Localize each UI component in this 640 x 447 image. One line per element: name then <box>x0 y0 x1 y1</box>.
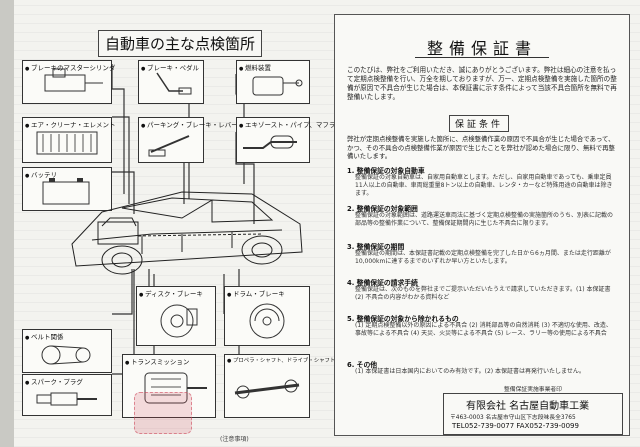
section-body: (1) 定期点検整備以外の原因による不具合 (2) 消耗部品等の自然消耗 (3)… <box>355 322 612 337</box>
part-box-belt: ベルト関係 <box>22 329 112 373</box>
section-heading: 3. 整備保証の期間 <box>347 243 405 251</box>
battery-icon <box>42 178 90 205</box>
part-label: ディスク・ブレーキ <box>139 288 203 298</box>
transmission-icon <box>144 372 207 404</box>
part-box-exhaust: エキゾースト・パイプ、マフラ <box>236 117 335 163</box>
belt-icon <box>41 345 91 365</box>
certificate-title: 整備保証書 <box>426 39 537 58</box>
section-body: 整備保証の対象自動車は、自家用自動車とします。ただし、自家用自動車であっても、乗… <box>355 174 613 197</box>
drum-brake-icon <box>249 303 285 339</box>
section-heading: 4. 整備保証の請求手続 <box>347 279 418 287</box>
brake-pedal-icon <box>156 72 192 95</box>
exhaust-icon <box>243 135 297 149</box>
spark-plug-icon <box>36 392 97 406</box>
part-label: トランスミッション <box>125 356 189 366</box>
fuel-system-icon <box>252 76 303 96</box>
diagram-title: 自動車の主な点検箇所 <box>98 30 263 57</box>
issuer-header: 整備保証実施事業者印 <box>504 387 562 393</box>
part-box-parking-brake: パーキング・ブレーキ・レバー <box>138 117 238 163</box>
part-label: ベルト関係 <box>25 331 64 341</box>
issuer-address: 〒463-0003 名古屋市守山区下志段味長全3765 <box>450 415 576 421</box>
part-label: スパーク・プラグ <box>25 376 83 386</box>
warranty-certificate: 整備保証書 このたびは、弊社をご利用いただき、誠にありがとうございます。弊社は細… <box>334 14 630 436</box>
section-body: 整備保証の対象範囲は、道路運送車両法に基づく定期点検整備の実施箇所のうち、別表に… <box>355 212 614 227</box>
propeller-shaft-icon <box>234 379 300 399</box>
section-heading: 2. 整備保証の対象範囲 <box>347 205 418 213</box>
parking-brake-icon <box>148 135 190 157</box>
red-stamp-mark <box>134 392 192 434</box>
part-label: ブレーキのマスターシリンダ <box>25 62 115 72</box>
part-box-master-cylinder: ブレーキのマスターシリンダ <box>22 60 115 104</box>
part-box-propeller-shaft: プロペラ・シャフト、ドライブ・シャフト <box>224 354 335 418</box>
section-heading: 1. 整備保証の対象自動車 <box>347 167 425 175</box>
part-box-brake-pedal: ブレーキ・ペダル <box>138 60 204 104</box>
part-box-fuel-system: 燃料装置 <box>236 60 310 104</box>
section-body: (1) 本保証書は日本国内においてのみ有効です。(2) 本保証書は再発行いたしま… <box>355 368 585 375</box>
section-body: 整備保証の期間は、本保証書記載の定期点検整備を完了した日から6ヵ月間、または走行… <box>355 250 611 265</box>
part-label: 燃料装置 <box>239 62 271 72</box>
notes-heading: (注意事項) <box>220 436 249 443</box>
issuer-name: 有限会社 名古屋自動車工業 <box>466 401 590 412</box>
issuer-stamp-box: 整備保証実施事業者印 有限会社 名古屋自動車工業 〒463-0003 名古屋市守… <box>443 387 623 435</box>
section-body: 整備保証は、次のものを弊社までご提示いただいたうえで請求していただきます。(1)… <box>355 286 611 301</box>
part-box-transmission: トランスミッション <box>122 354 216 418</box>
part-box-air-cleaner: エア・クリーナ・エレメント <box>22 117 116 163</box>
inspection-diagram: 自動車の主な点検箇所 ブレーキのマスターシリンダ <box>14 14 335 434</box>
master-cylinder-icon <box>44 68 103 92</box>
part-label: エア・クリーナ・エレメント <box>25 119 116 129</box>
part-label: エキゾースト・パイプ、マフラ <box>239 119 335 129</box>
section-heading: 5. 整備保証の対象から除かれるもの <box>347 315 459 323</box>
part-label: バッテリ <box>25 169 57 179</box>
part-label: ドラム・ブレーキ <box>227 288 285 298</box>
car-chassis-illustration <box>71 191 303 275</box>
part-label: パーキング・ブレーキ・レバー <box>141 119 238 129</box>
part-box-battery: バッテリ <box>22 167 112 211</box>
disc-brake-icon <box>160 304 198 338</box>
air-cleaner-icon <box>36 131 98 155</box>
issuer-phone: TEL052-739-0077 FAX052-739-0099 <box>452 422 579 430</box>
binding-edge <box>0 0 14 447</box>
part-box-drum-brake: ドラム・ブレーキ <box>224 286 310 346</box>
section-heading: 6. その他 <box>347 361 378 369</box>
part-label: プロペラ・シャフト、ドライブ・シャフト <box>227 356 335 364</box>
certificate-intro: このたびは、弊社をご利用いただき、誠にありがとうございます。弊社は細心の注意を払… <box>347 66 617 101</box>
conditions-intro: 弊社が定期点検整備を実施した箇所に、点検整備作業の原因で不具合が生じた場合であっ… <box>347 135 615 160</box>
conditions-title: 保証条件 <box>449 115 510 132</box>
part-box-spark-plug: スパーク・プラグ <box>22 374 112 416</box>
part-box-disc-brake: ディスク・ブレーキ <box>136 286 216 346</box>
part-label: ブレーキ・ペダル <box>141 62 199 72</box>
